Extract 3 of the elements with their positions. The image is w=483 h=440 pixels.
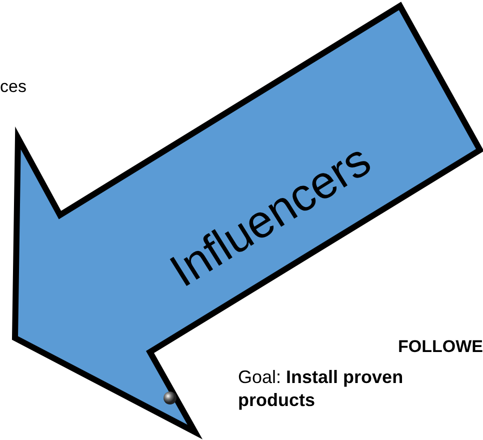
goal-text: Goal: Install proven products	[238, 366, 404, 412]
heading-text: FOLLOWE	[397, 336, 483, 358]
label-text: ces	[0, 76, 28, 98]
